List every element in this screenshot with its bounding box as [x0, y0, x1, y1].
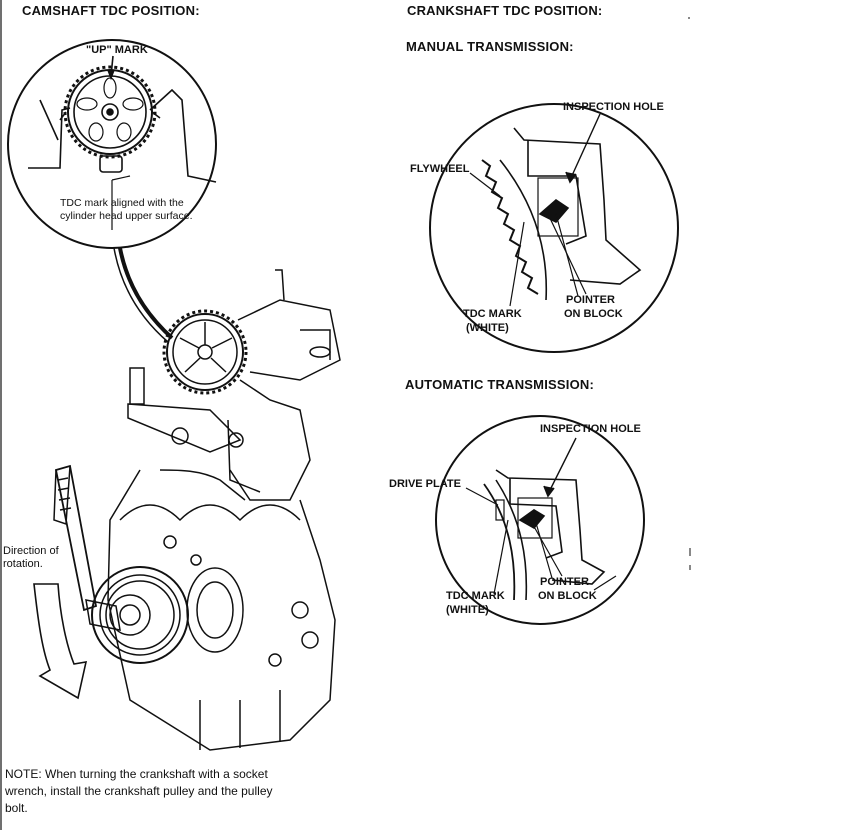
camshaft-detail-circle — [7, 39, 217, 249]
auto-tdc-mark-label: TDC MARK — [446, 590, 505, 602]
flywheel-label: FLYWHEEL — [410, 163, 470, 175]
crankshaft-title: CRANKSHAFT TDC POSITION: — [407, 3, 603, 18]
manual-transmission-detail — [429, 103, 679, 353]
manual-title: MANUAL TRANSMISSION: — [406, 39, 574, 54]
manual-inspection-hole-label: INSPECTION HOLE — [563, 101, 664, 113]
camshaft-caption: TDC mark aligned with the cylinder head … — [60, 197, 193, 222]
drive-plate-label: DRIVE PLATE — [389, 478, 461, 490]
note-line3: bolt. — [5, 801, 28, 815]
auto-on-block-label: ON BLOCK — [538, 590, 597, 602]
automatic-transmission-detail — [435, 415, 645, 625]
engine-illustration — [53, 269, 341, 751]
note-line2: wrench, install the crankshaft pulley an… — [5, 784, 273, 798]
automatic-title: AUTOMATIC TRANSMISSION: — [405, 377, 594, 392]
rotation-label-line2: rotation. — [3, 558, 43, 570]
manual-tdc-mark-label: TDC MARK — [463, 308, 522, 320]
camshaft-title: CAMSHAFT TDC POSITION: — [22, 3, 200, 18]
note-line1: NOTE: When turning the crankshaft with a… — [5, 767, 268, 781]
manual-pointer-label: POINTER — [566, 294, 615, 306]
rotation-arrow-icon — [33, 583, 88, 700]
scan-marks — [688, 17, 691, 570]
manual-on-block-label: ON BLOCK — [564, 308, 623, 320]
up-mark-label: "UP" MARK — [86, 44, 148, 56]
auto-inspection-hole-label: INSPECTION HOLE — [540, 423, 641, 435]
auto-pointer-label: POINTER — [540, 576, 589, 588]
manual-tdc-white-label: (WHITE) — [466, 322, 509, 334]
rotation-label-line1: Direction of — [3, 545, 59, 557]
auto-tdc-white-label: (WHITE) — [446, 604, 489, 616]
